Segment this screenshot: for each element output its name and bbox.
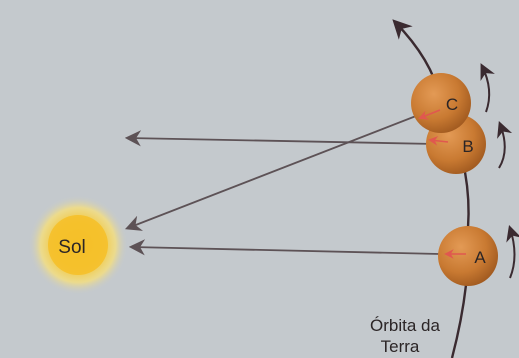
earth-a xyxy=(438,226,498,286)
earth-c xyxy=(411,73,471,133)
earth-position-a: A xyxy=(438,226,498,286)
label-b: B xyxy=(462,137,473,156)
earth-orbit xyxy=(395,22,469,358)
rotation-arrow-c xyxy=(482,66,489,112)
arrow-c-to-sun xyxy=(128,116,416,228)
rotation-arrow-b xyxy=(499,124,505,168)
orbit-segment-bottom xyxy=(452,285,466,358)
label-a: A xyxy=(474,248,486,267)
arrow-a-to-sun xyxy=(132,247,440,254)
sun: Sol xyxy=(28,195,128,295)
label-c: C xyxy=(446,95,458,114)
earth-position-c: C xyxy=(411,73,471,133)
orbit-label-line2: Terra xyxy=(381,337,420,356)
arrow-b-direction xyxy=(128,138,436,144)
orbit-label: Órbita da Terra xyxy=(370,316,440,356)
rotation-arrow-a xyxy=(510,228,515,278)
orbit-segment-b-a xyxy=(465,172,469,228)
sight-lines xyxy=(128,116,440,254)
orbit-label-line1: Órbita da xyxy=(370,316,440,335)
sun-label: Sol xyxy=(58,237,85,258)
